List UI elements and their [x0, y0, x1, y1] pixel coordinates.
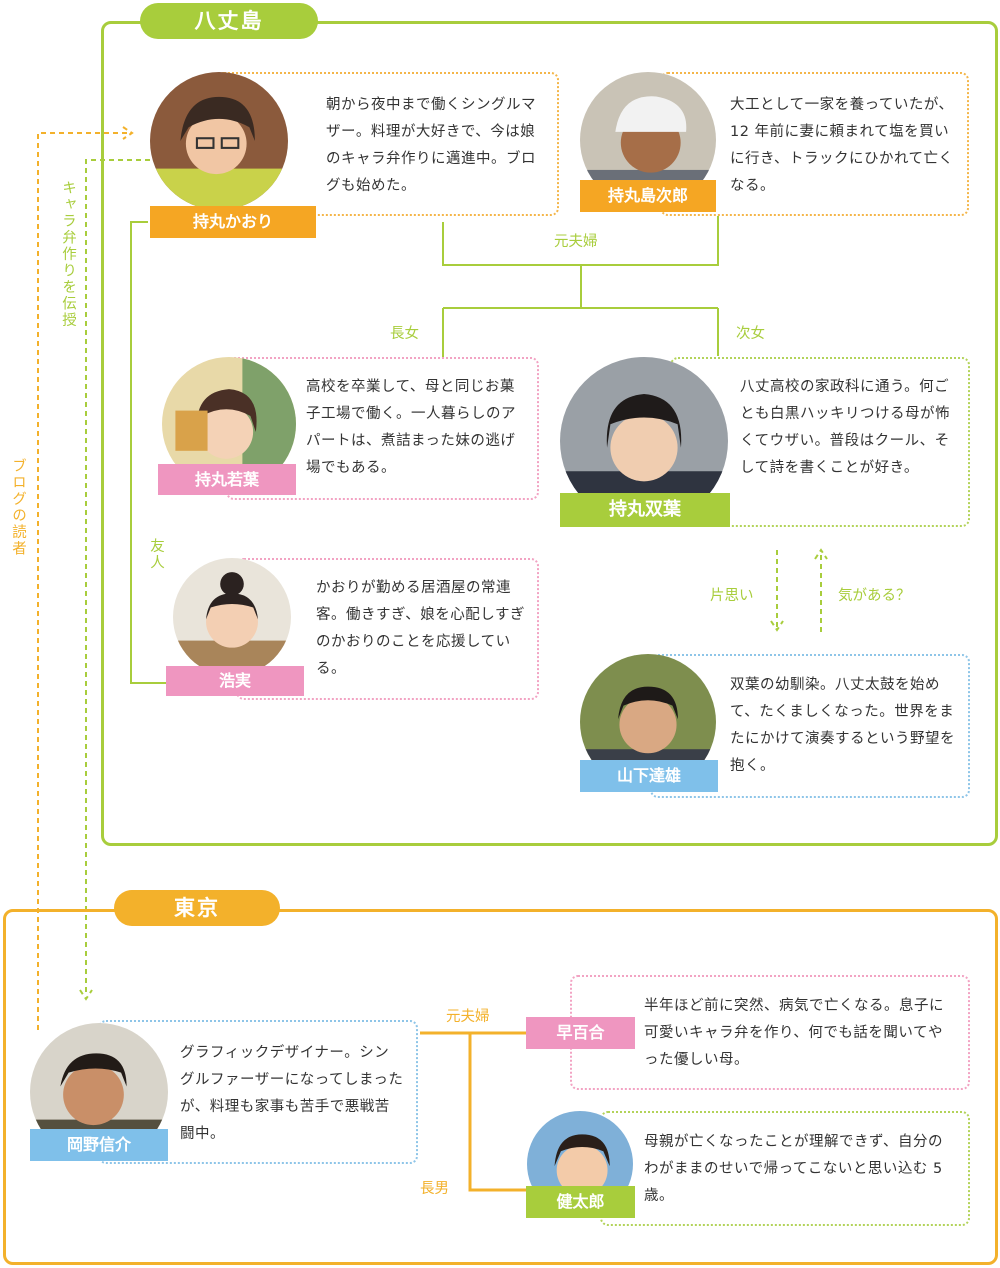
second-daughter-label: 次女 [736, 326, 765, 342]
ex-couple-label: 元夫婦 [554, 234, 598, 250]
futaba-name-tag: 持丸双葉 [560, 493, 730, 527]
eldest-daughter-label: 長女 [390, 326, 419, 342]
friend-label: 友人 [148, 538, 164, 571]
kaori-photo [150, 72, 288, 210]
kaori-name-tag: 持丸かおり [150, 206, 316, 238]
shinsuke-description: グラフィックデザイナー。シングルファーザーになってしまったが、料理も家事も苦手で… [180, 1045, 404, 1142]
tokyo-section-title: 東京 [114, 890, 280, 926]
sayuri-name-tag: 早百合 [526, 1017, 635, 1049]
futaba-card: 八丈高校の家政科に通う。何ごとも白黒ハッキリつける母が怖くてウザい。普段はクール… [670, 357, 970, 527]
interested-arrow [814, 548, 828, 632]
children-connector [442, 265, 719, 360]
tokyo-section [3, 909, 998, 1265]
blog-reader-arrow [37, 126, 134, 1030]
kaori-description: 朝から夜中まで働くシングルマザー。料理が大好きで、今は娘のキャラ弁作りに邁進中。… [326, 97, 536, 194]
chara-ben-label: キャラ弁作りを伝授 [60, 180, 76, 329]
interested-label: 気がある？ [838, 588, 911, 604]
kentaro-name-tag: 健太郎 [526, 1186, 635, 1218]
wakaba-description: 高校を卒業して、母と同じお菓子工場で働く。一人暮らしのアパートは、煮詰まった妹の… [306, 379, 516, 476]
blog-reader-label: ブログの読者 [10, 458, 26, 557]
hiromi-description: かおりが勤める居酒屋の常連客。働きすぎ、娘を心配しすぎのかおりのことを応援してい… [316, 580, 525, 677]
shimajiro-name-tag: 持丸島次郎 [580, 180, 716, 212]
hachijo-section [101, 21, 998, 846]
unrequited-label: 片思い [710, 588, 754, 604]
kentaro-description: 母親が亡くなったことが理解できず、自分のわがままのせいで帰ってこないと思い込む … [644, 1134, 943, 1204]
friend-connector [130, 221, 167, 684]
tokyo-ex-couple-label: 元夫婦 [446, 1009, 490, 1025]
kentaro-card: 母親が亡くなったことが理解できず、自分のわがままのせいで帰ってこないと思い込む … [600, 1111, 970, 1226]
sayuri-card: 半年ほど前に突然、病気で亡くなる。息子に可愛いキャラ弁を作り、何でも話を聞いてや… [570, 975, 970, 1090]
eldest-son-connector [468, 1033, 528, 1192]
unrequited-arrow [770, 550, 784, 632]
sayuri-description: 半年ほど前に突然、病気で亡くなる。息子に可愛いキャラ弁を作り、何でも話を聞いてや… [644, 998, 944, 1068]
tatsuo-description: 双葉の幼馴染。八丈太鼓を始めて、たくましくなった。世界をまたにかけて演奏するとい… [730, 677, 955, 774]
hiromi-name-tag: 浩実 [166, 666, 304, 696]
shimajiro-description: 大工として一家を養っていたが、12 年前に妻に頼まれて塩を買いに行き、トラックに… [730, 97, 954, 194]
chara-ben-arrow [79, 159, 150, 1001]
tatsuo-name-tag: 山下達雄 [580, 760, 718, 792]
eldest-son-label: 長男 [420, 1181, 449, 1197]
hachijo-section-title: 八丈島 [140, 3, 318, 39]
hiromi-photo [173, 558, 291, 676]
shinsuke-name-tag: 岡野信介 [30, 1129, 168, 1161]
wakaba-name-tag: 持丸若葉 [158, 464, 296, 495]
futaba-description: 八丈高校の家政科に通う。何ごとも白黒ハッキリつける母が怖くてウザい。普段はクール… [740, 379, 950, 476]
